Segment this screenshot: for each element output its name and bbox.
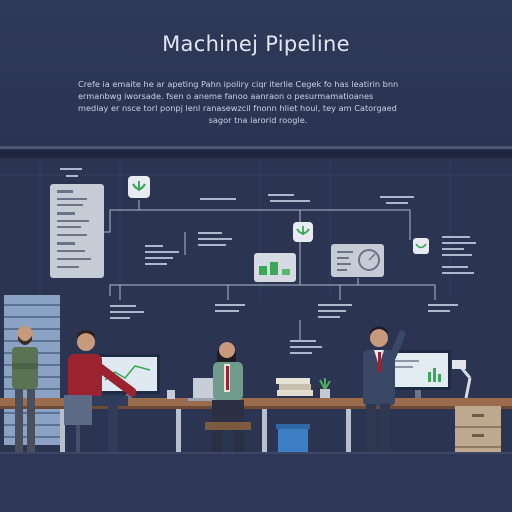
header-band: [0, 0, 512, 150]
coffee-mug: [167, 390, 175, 399]
leaf-badge-icon: [293, 222, 313, 242]
header-divider: [0, 146, 512, 149]
diagram-text-blocks: [60, 168, 476, 354]
man-suit-standing: [360, 326, 406, 469]
description-line: mediay er nsce torl ponpj lenl ranasewzc…: [78, 103, 397, 113]
data-source-panel: [50, 184, 104, 278]
man-red-sweater-seated: [64, 330, 137, 468]
chart-card-icon: [254, 253, 296, 282]
page-title: Machinej Pipeline: [162, 32, 350, 56]
background-grid: [0, 160, 512, 300]
leaf-badge-icon: [128, 176, 150, 198]
woman-laptop-seated: [205, 342, 251, 462]
plant-icon: [319, 378, 331, 398]
ceiling-band: [0, 150, 512, 158]
description-line: sagor tna iarorid roogle.: [208, 115, 308, 125]
book-stack: [276, 378, 313, 396]
office-desk: [0, 398, 512, 469]
gauge-card-icon: [331, 244, 384, 277]
leaf-badge-icon: [413, 238, 429, 254]
floor: [0, 452, 512, 512]
monitor-chart-icon: [387, 350, 451, 398]
desk-lamp-icon: [452, 360, 472, 399]
description-line: ermanbwg iworsade. fsen o aneme fanoo aa…: [78, 91, 374, 101]
page-description: Crefe ia emaite he ar apeting Pahn ipoli…: [78, 78, 438, 126]
pipeline-connectors: [104, 200, 436, 340]
description-line: Crefe ia emaite he ar apeting Pahn ipoli…: [78, 79, 399, 89]
floor-edge: [0, 452, 512, 454]
